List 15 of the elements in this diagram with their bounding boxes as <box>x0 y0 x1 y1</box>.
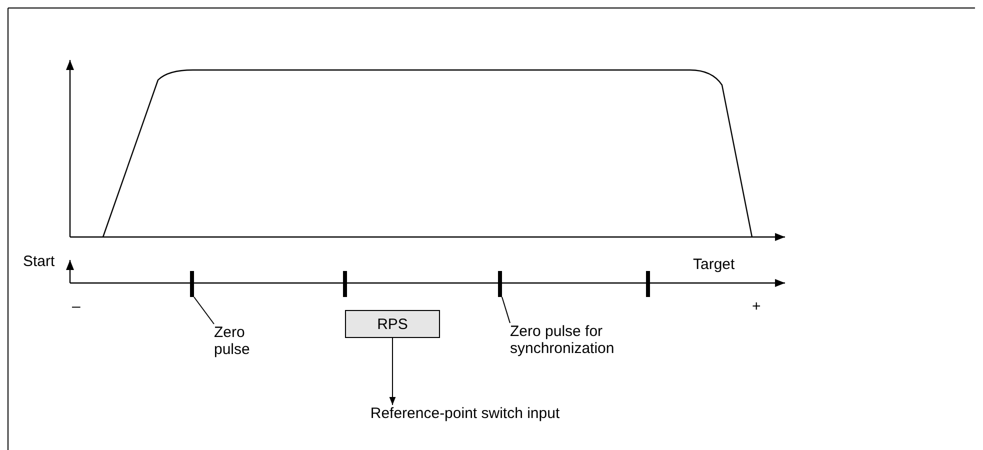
arrow <box>389 338 396 406</box>
pulse-mark <box>646 271 650 297</box>
leader-line <box>502 296 510 324</box>
pulse-mark <box>343 271 347 297</box>
sign-label: + <box>752 298 761 315</box>
input-label: Reference-point switch input <box>300 405 630 422</box>
pulse-mark <box>498 271 502 297</box>
axis-label: Target <box>693 256 735 273</box>
tick-label: Zero pulse for synchronization <box>510 323 680 357</box>
tick-label: Zero pulse <box>214 324 274 358</box>
switch-box: RPS <box>345 310 440 338</box>
leader-line <box>194 296 214 324</box>
pulse-mark <box>190 271 194 297</box>
sign-label: – <box>72 298 80 315</box>
axis-label: Start <box>23 253 55 270</box>
